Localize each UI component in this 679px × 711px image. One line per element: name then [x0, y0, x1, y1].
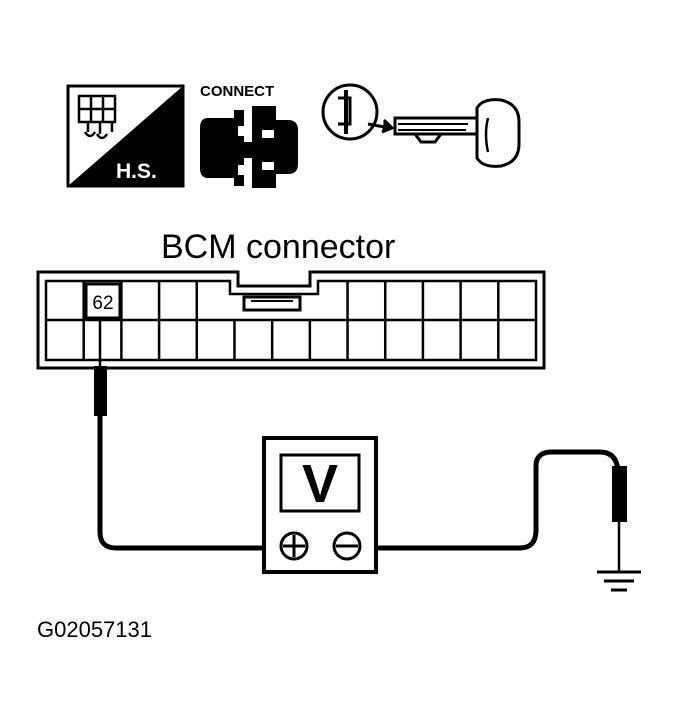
negative-lead-wire: [363, 449, 621, 551]
voltmeter: V: [262, 436, 378, 574]
ignition-key-icon: [321, 83, 521, 168]
terminal-62-cell: [84, 282, 122, 320]
positive-lead-wire: [97, 416, 278, 551]
connector-key-slot: [242, 295, 302, 312]
connect-icon: CONNECT: [200, 83, 298, 188]
plus-terminal-icon: [279, 531, 309, 561]
ground-probe: [612, 466, 627, 572]
terminal-number: 62: [92, 293, 113, 314]
meter-symbol: V: [302, 454, 338, 514]
meter-display: [279, 453, 361, 513]
minus-terminal-icon: [332, 531, 362, 561]
connector-title: BCM connector: [161, 228, 395, 266]
harness-side-icon: H.S.: [66, 84, 185, 188]
positive-probe: [94, 320, 107, 416]
connect-label: CONNECT: [200, 83, 274, 100]
pin-grid: [46, 281, 536, 360]
connector-icon: [200, 106, 298, 188]
hs-label: H.S.: [116, 160, 157, 183]
figure-id: G02057131: [37, 617, 152, 642]
bcm-connector: 62: [36, 270, 546, 370]
harness-connector-icon: [77, 94, 117, 140]
ground-symbol-icon: [597, 570, 641, 592]
